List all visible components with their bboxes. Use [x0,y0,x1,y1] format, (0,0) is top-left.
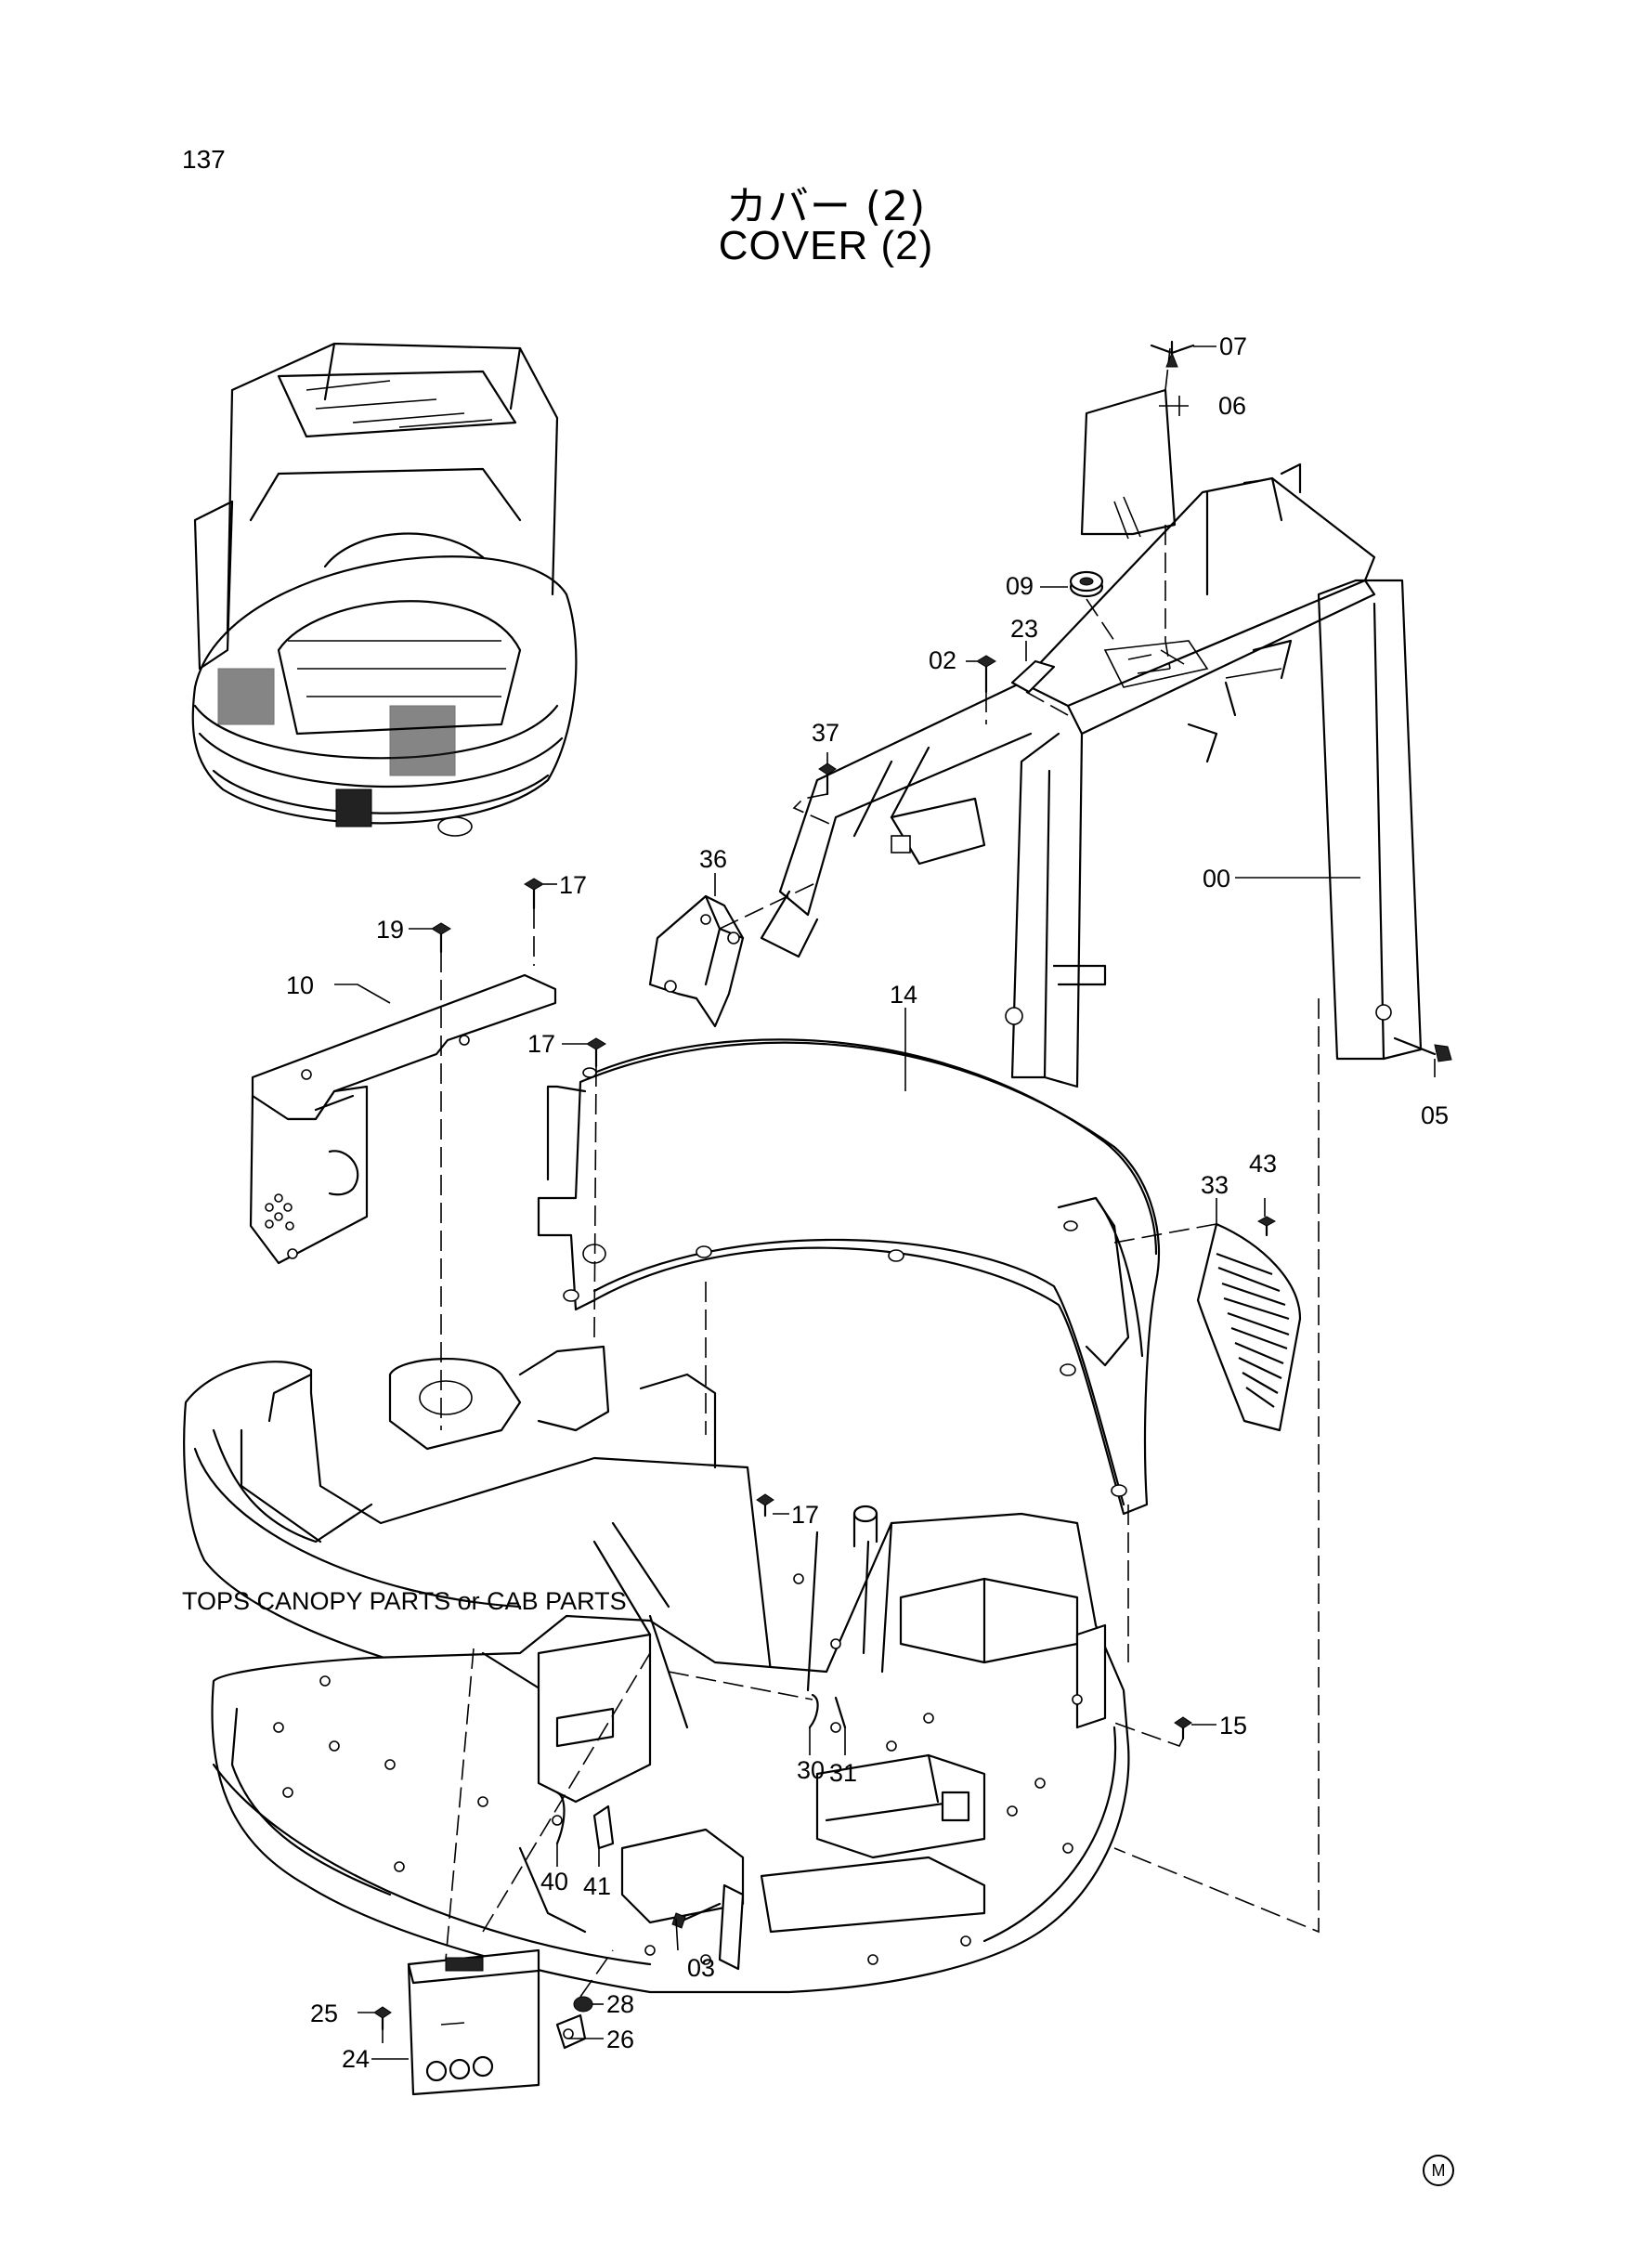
circled-m-mark: M [1423,2155,1454,2186]
front-curved-cover-14 [537,1038,1161,1516]
callout-40: 40 [540,1868,568,1896]
callout-17-c: 17 [791,1501,819,1529]
machine-overview-illustration [191,342,578,837]
hardware-bottom [373,1493,1192,2096]
title-japanese: カバー (2) [725,183,927,230]
upper-frame-base [183,1345,1130,1994]
callout-14: 14 [890,981,917,1009]
leader-lines [334,345,1436,2060]
side-cover-10 [249,973,557,1265]
callout-31: 31 [829,1759,857,1787]
callout-05: 05 [1421,1101,1449,1129]
callout-26: 26 [606,2026,634,2053]
callout-25: 25 [310,2000,338,2027]
callout-09: 09 [1006,572,1034,600]
callout-33: 33 [1201,1171,1229,1199]
callout-03: 03 [687,1954,715,1982]
title-english: COVER (2) [718,223,934,268]
hardware-top [648,340,1452,1062]
front-guard-frame [760,388,1423,1088]
callout-23: 23 [1010,615,1038,643]
callout-28: 28 [606,1990,634,2018]
callout-30: 30 [797,1756,825,1784]
grille-33 [1196,1216,1302,1432]
callout-07: 07 [1219,332,1247,360]
callout-37: 37 [812,719,839,747]
tops-canopy-note: TOPS CANOPY PARTS or CAB PARTS [182,1587,627,1615]
callout-02: 02 [929,646,956,674]
callout-10: 10 [286,971,314,999]
callout-06: 06 [1218,392,1246,420]
callout-43: 43 [1249,1150,1277,1178]
callout-41: 41 [583,1872,611,1900]
callout-00: 00 [1203,865,1230,892]
callout-19: 19 [376,916,404,944]
callout-15: 15 [1219,1712,1247,1739]
callout-17-a: 17 [559,871,587,899]
bolts-left [431,878,606,1068]
callout-36: 36 [699,845,727,873]
page-number: 137 [182,145,226,174]
callout-labels: 07 06 09 02 23 37 36 00 05 17 19 10 14 1… [182,332,1449,2073]
callout-24: 24 [342,2045,370,2073]
callout-17-b: 17 [527,1030,555,1058]
